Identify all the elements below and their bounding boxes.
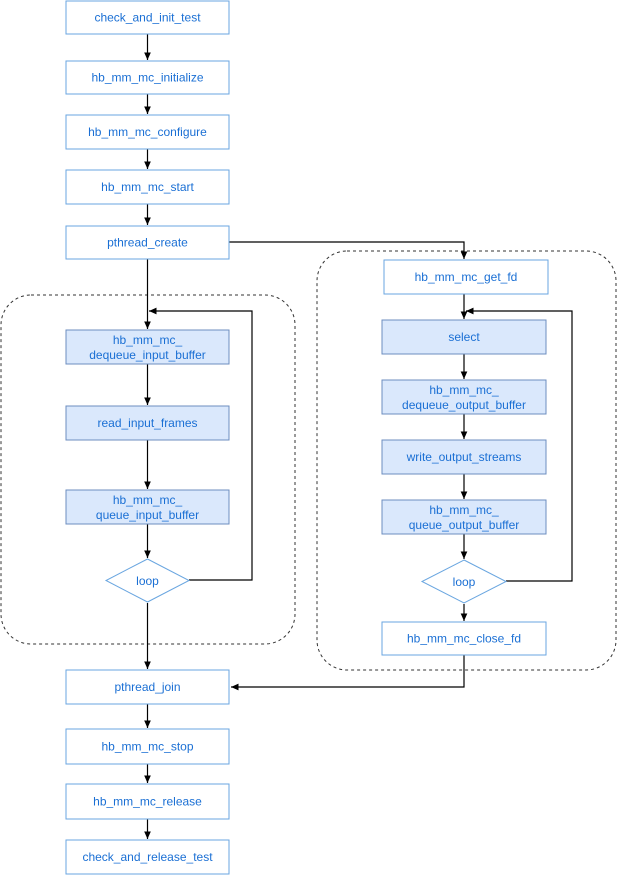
edge-pthread-create-to-get-fd xyxy=(229,241,468,259)
svg-text:check_and_init_test: check_and_init_test xyxy=(94,11,201,25)
node-loop-right: loop xyxy=(420,559,508,604)
svg-text:hb_mm_mc_start: hb_mm_mc_start xyxy=(101,180,194,194)
svg-text:loop: loop xyxy=(453,575,476,589)
svg-text:hb_mm_mc_: hb_mm_mc_ xyxy=(113,333,183,347)
svg-text:queue_output_buffer: queue_output_buffer xyxy=(409,518,520,532)
node-hb-mm-mc-stop: hb_mm_mc_stop xyxy=(65,728,230,765)
node-hb-mm-mc-start: hb_mm_mc_start xyxy=(65,169,230,205)
node-read-input-frames: read_input_frames xyxy=(65,405,230,441)
svg-text:pthread_create: pthread_create xyxy=(107,236,188,250)
edge-loop-left-back xyxy=(149,307,253,581)
node-pthread-create: pthread_create xyxy=(65,225,230,260)
svg-text:hb_mm_mc_: hb_mm_mc_ xyxy=(113,493,183,507)
svg-text:hb_mm_mc_close_fd: hb_mm_mc_close_fd xyxy=(407,632,521,646)
svg-text:check_and_release_test: check_and_release_test xyxy=(82,850,213,864)
edge-close-fd-to-pthread-join xyxy=(231,655,465,691)
output-thread-group xyxy=(316,250,617,671)
node-check-and-init-test: check_and_init_test xyxy=(65,0,230,35)
node-hb-mm-mc-close-fd: hb_mm_mc_close_fd xyxy=(381,621,547,656)
node-dequeue-input-buffer: hb_mm_mc_ dequeue_input_buffer xyxy=(65,329,230,365)
node-hb-mm-mc-configure: hb_mm_mc_configure xyxy=(65,114,230,150)
svg-text:queue_input_buffer: queue_input_buffer xyxy=(96,508,199,522)
svg-text:dequeue_input_buffer: dequeue_input_buffer xyxy=(89,348,206,362)
svg-text:read_input_frames: read_input_frames xyxy=(97,416,197,430)
svg-text:hb_mm_mc_release: hb_mm_mc_release xyxy=(93,795,202,809)
svg-text:select: select xyxy=(448,330,480,344)
svg-text:hb_mm_mc_get_fd: hb_mm_mc_get_fd xyxy=(415,270,518,284)
svg-text:hb_mm_mc_: hb_mm_mc_ xyxy=(429,383,499,397)
node-queue-output-buffer: hb_mm_mc_ queue_output_buffer xyxy=(381,499,547,535)
node-select: select xyxy=(381,319,547,355)
node-dequeue-output-buffer: hb_mm_mc_ dequeue_output_buffer xyxy=(381,379,547,415)
svg-text:hb_mm_mc_initialize: hb_mm_mc_initialize xyxy=(91,71,203,85)
node-check-and-release-test: check_and_release_test xyxy=(65,839,230,875)
edge-loop-right-back xyxy=(466,307,573,582)
node-write-output-streams: write_output_streams xyxy=(381,439,547,475)
svg-text:hb_mm_mc_configure: hb_mm_mc_configure xyxy=(88,125,207,139)
node-hb-mm-mc-release: hb_mm_mc_release xyxy=(65,783,230,820)
node-hb-mm-mc-initialize: hb_mm_mc_initialize xyxy=(65,60,230,95)
node-queue-input-buffer: hb_mm_mc_ queue_input_buffer xyxy=(65,489,230,525)
svg-text:hb_mm_mc_stop: hb_mm_mc_stop xyxy=(101,740,193,754)
svg-text:dequeue_output_buffer: dequeue_output_buffer xyxy=(402,398,526,412)
node-hb-mm-mc-get-fd: hb_mm_mc_get_fd xyxy=(383,259,549,295)
svg-text:pthread_join: pthread_join xyxy=(114,680,180,694)
svg-text:write_output_streams: write_output_streams xyxy=(406,450,522,464)
node-pthread-join: pthread_join xyxy=(65,669,230,705)
node-loop-left: loop xyxy=(104,558,191,603)
svg-text:loop: loop xyxy=(136,574,159,588)
svg-text:hb_mm_mc_: hb_mm_mc_ xyxy=(429,503,499,517)
